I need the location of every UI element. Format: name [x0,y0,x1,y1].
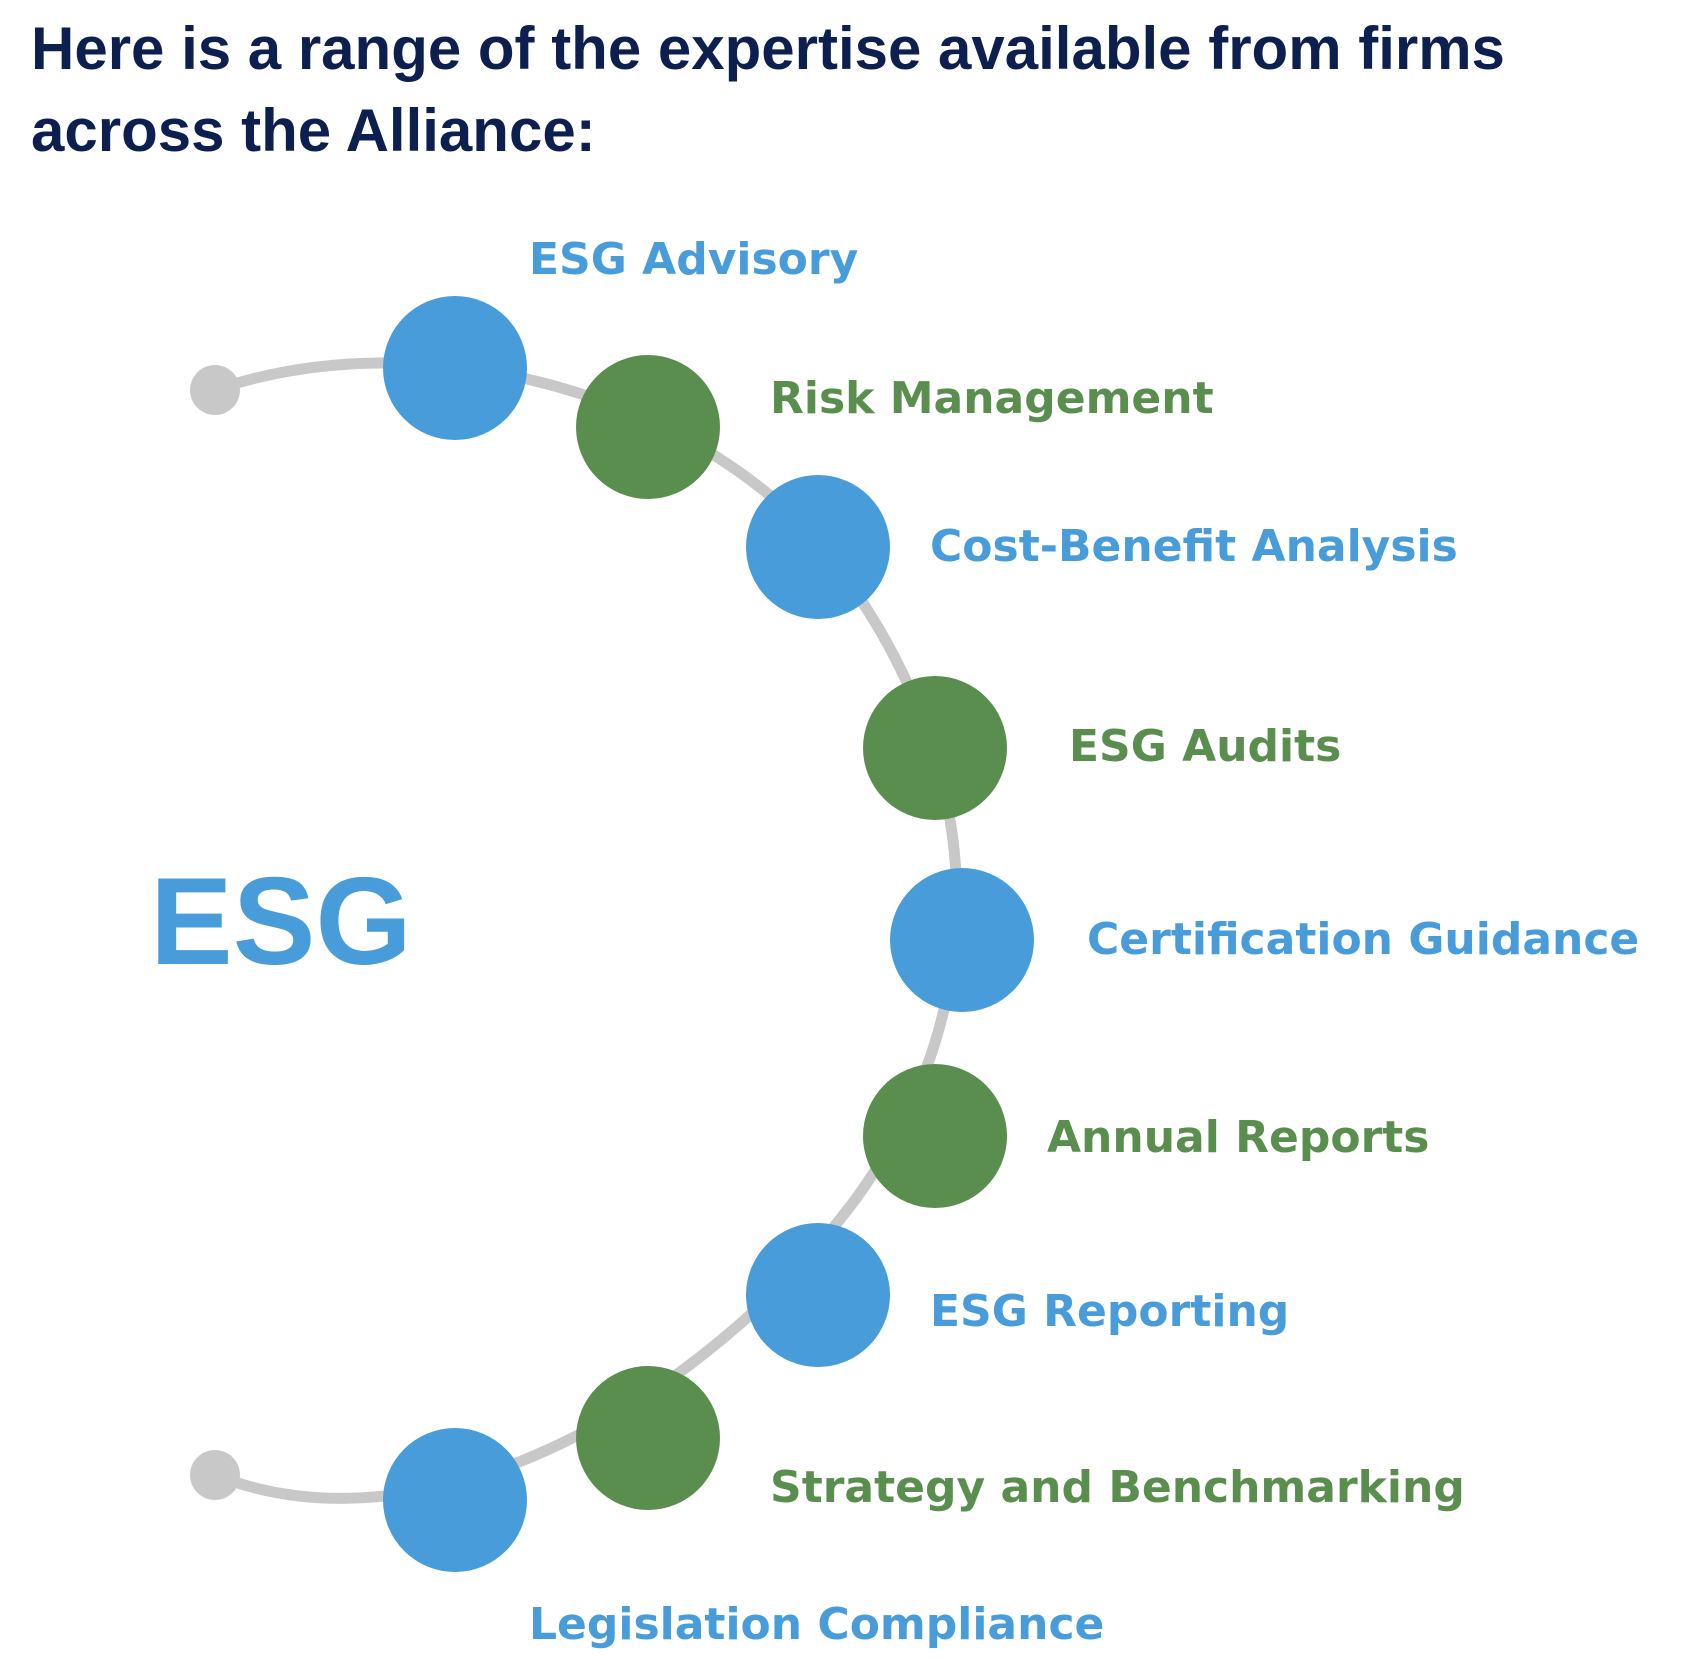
center-esg-label: ESG [150,853,412,991]
label-legislation-compliance: Legislation Compliance [529,1599,1105,1650]
label-risk-management: Risk Management [770,373,1214,424]
node-esg-reporting [746,1223,890,1367]
label-annual-reports: Annual Reports [1047,1112,1430,1163]
node-risk-management [576,355,720,499]
node-certification-guidance [890,868,1034,1012]
node-strategy-and-benchmarking [576,1366,720,1510]
node-legislation-compliance [383,1428,527,1572]
node-esg-audits [863,676,1007,820]
expertise-nodes [383,296,1034,1572]
label-certification-guidance: Certification Guidance [1087,914,1640,965]
label-esg-reporting: ESG Reporting [930,1286,1290,1337]
label-esg-audits: ESG Audits [1069,721,1342,772]
arc-end-dot-bottom [190,1450,240,1500]
node-esg-advisory [383,296,527,440]
label-cost-benefit-analysis: Cost-Benefit Analysis [930,521,1458,572]
node-annual-reports [863,1064,1007,1208]
label-strategy-and-benchmarking: Strategy and Benchmarking [770,1462,1465,1513]
label-esg-advisory: ESG Advisory [529,234,859,285]
page-heading: Here is a range of the expertise availab… [31,15,1505,164]
arc-end-dot-top [190,365,240,415]
node-cost-benefit-analysis [746,475,890,619]
